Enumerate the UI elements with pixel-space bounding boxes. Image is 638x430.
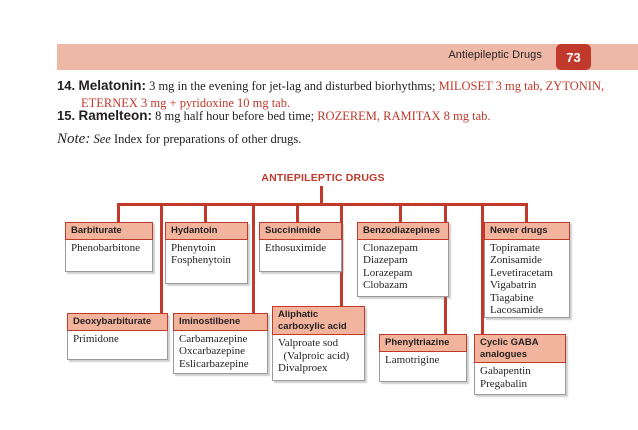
node-aliphatic-carboxylic-acid: Aliphatic carboxylic acid Valproate sod … — [272, 306, 365, 381]
node-item: Primidone — [73, 332, 119, 345]
node-header: Phenyltriazine — [379, 334, 467, 352]
connector-main-bus — [117, 203, 528, 206]
connector-drop-barbiturate — [117, 203, 120, 223]
node-item: Fosphenytoin — [171, 254, 231, 267]
chart-title: ANTIEPILEPTIC DRUGS — [261, 172, 385, 184]
page-number-badge: 73 — [556, 44, 591, 70]
node-cyclic-gaba-analogues: Cyclic GABA analogues Gabapentin Pregaba… — [474, 334, 566, 395]
node-item: Clonazepam — [363, 241, 418, 254]
connector-drop-cyclic-gaba — [481, 203, 484, 334]
note-line: Note: See Index for preparations of othe… — [57, 131, 301, 148]
node-header: Deoxybarbiturate — [67, 313, 168, 331]
node-item: (Valproic acid) — [278, 349, 350, 362]
node-header: Cyclic GABA analogues — [474, 334, 566, 363]
list-item-number: 14. — [57, 78, 76, 93]
node-item: Carbamazepine — [179, 332, 248, 345]
node-item: Lamotrigine — [385, 353, 440, 366]
node-iminostilbene: Iminostilbene Carbamazepine Oxcarbazepin… — [173, 313, 268, 374]
connector-drop-newer-drugs — [525, 203, 528, 223]
node-item: Pregabalin — [480, 377, 528, 390]
node-benzodiazepines: Benzodiazepines Clonazepam Diazepam Lora… — [357, 222, 449, 297]
list-item-text: 3 mg in the evening for jet-lag and dist… — [145, 79, 439, 93]
node-body: Phenytoin Fosphenytoin — [166, 240, 247, 270]
node-item: Phenytoin — [171, 241, 216, 254]
list-item-brands: MILOSET 3 mg tab, ZYTONIN, ETERNEX 3 mg … — [81, 79, 605, 110]
node-header: Hydantoin — [165, 222, 248, 240]
list-item-number: 15. — [57, 108, 76, 123]
node-succinimide: Succinimide Ethosuximide — [259, 222, 342, 272]
list-item: 15. Ramelteon: 8 mg half hour before bed… — [57, 108, 635, 125]
list-item-text: 8 mg half hour before bed time; — [151, 109, 318, 123]
node-item: Eslicarbazepine — [179, 357, 249, 370]
node-item: Divalproex — [278, 362, 328, 375]
node-body: Ethosuximide — [260, 240, 341, 258]
header-title: Antiepileptic Drugs — [448, 49, 542, 61]
connector-drop-deoxybarbiturate — [160, 203, 163, 314]
node-header: Newer drugs — [484, 222, 570, 240]
node-item: Zonisamide — [490, 254, 542, 267]
note-text: Index for preparations of other drugs. — [110, 132, 302, 146]
node-item: Clobazam — [363, 279, 408, 292]
note-label: Note: — [57, 131, 91, 147]
node-body: Lamotrigine — [380, 352, 466, 370]
node-body: Primidone — [68, 331, 167, 349]
connector-drop-benzodiazepines — [399, 203, 402, 223]
node-item: Diazepam — [363, 254, 408, 267]
list-item-name: Ramelteon: — [78, 108, 152, 123]
header-band — [57, 44, 638, 70]
node-item: Oxcarbazepine — [179, 345, 245, 358]
connector-title-stem — [320, 186, 323, 205]
node-deoxybarbiturate: Deoxybarbiturate Primidone — [67, 313, 168, 360]
node-item: Ethosuximide — [265, 241, 327, 254]
node-body: Phenobarbitone — [66, 240, 152, 258]
connector-drop-succinimide — [296, 203, 299, 223]
node-body: Valproate sod (Valproic acid) Divalproex — [273, 335, 364, 378]
connector-drop-hydantoin — [204, 203, 207, 223]
node-item: Phenobarbitone — [71, 241, 141, 254]
node-barbiturate: Barbiturate Phenobarbitone — [65, 222, 153, 272]
node-hydantoin: Hydantoin Phenytoin Fosphenytoin — [165, 222, 248, 284]
node-header: Barbiturate — [65, 222, 153, 240]
connector-drop-iminostilbene — [252, 203, 255, 314]
node-item: Gabapentin — [480, 365, 531, 377]
node-header: Benzodiazepines — [357, 222, 449, 240]
note-see: See — [90, 132, 111, 146]
node-body: Clonazepam Diazepam Lorazepam Clobazam — [358, 240, 448, 295]
node-item: Topiramate — [490, 241, 540, 254]
node-item: Vigabatrin — [490, 279, 537, 292]
node-phenyltriazine: Phenyltriazine Lamotrigine — [379, 334, 467, 382]
node-item: Valproate sod — [278, 337, 339, 349]
node-header: Succinimide — [259, 222, 342, 240]
list-item-brands: ROZEREM, RAMITAX 8 mg tab. — [317, 109, 491, 123]
node-body: Carbamazepine Oxcarbazepine Eslicarbazep… — [174, 331, 267, 374]
node-item: Tiagabine — [490, 291, 534, 304]
node-item: Levetiracetam — [490, 266, 553, 279]
node-item: Lacosamide — [490, 304, 544, 317]
node-body: Topiramate Zonisamide Levetiracetam Viga… — [485, 240, 569, 321]
node-body: Gabapentin Pregabalin — [475, 363, 565, 393]
page-number-text: 73 — [566, 49, 581, 65]
node-header: Iminostilbene — [173, 313, 268, 331]
node-header: Aliphatic carboxylic acid — [272, 306, 365, 335]
list-item: 14. Melatonin: 3 mg in the evening for j… — [57, 78, 635, 111]
node-item: Lorazepam — [363, 266, 413, 279]
node-newer-drugs: Newer drugs Topiramate Zonisamide Leveti… — [484, 222, 570, 318]
list-item-name: Melatonin: — [78, 78, 146, 93]
